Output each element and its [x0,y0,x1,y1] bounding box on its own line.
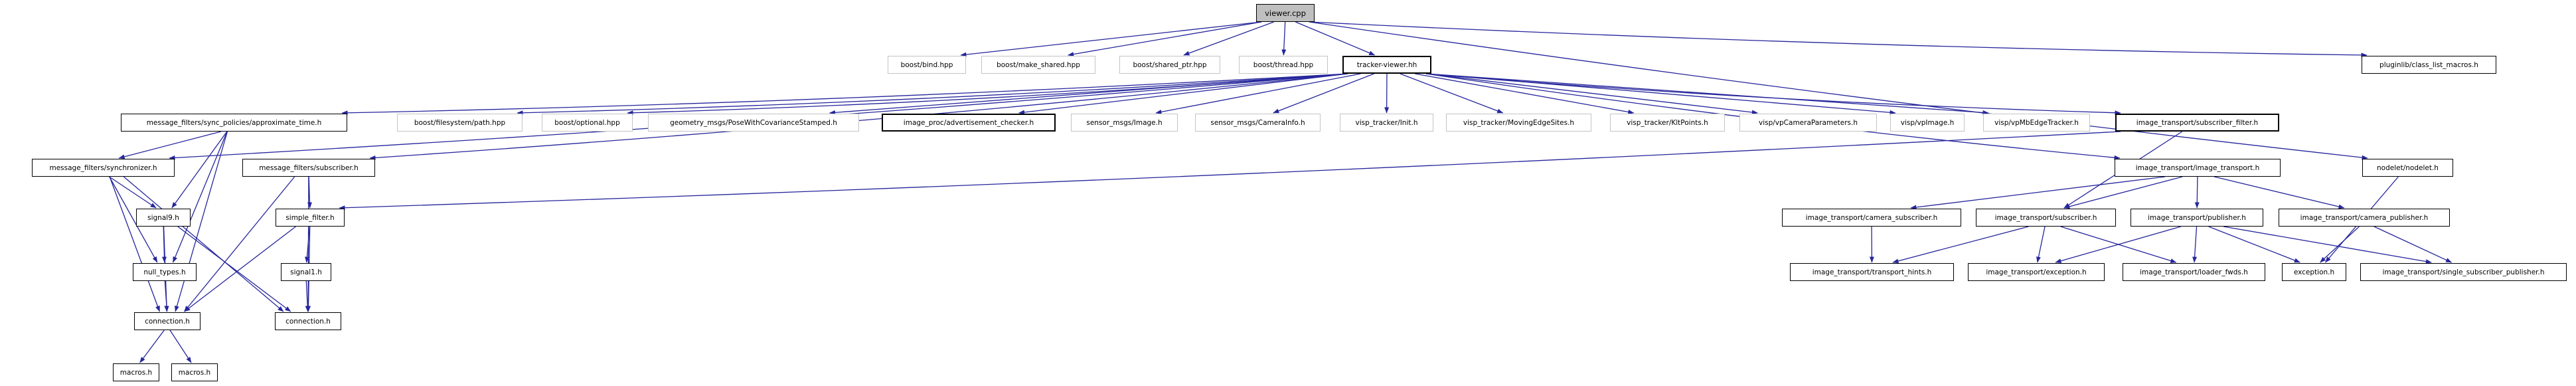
node-geometry-msgs-posewithcovariancestamped-h[interactable]: geometry_msgs/PoseWithCovarianceStamped.… [648,114,859,132]
edge-cpub-to-exh [2320,226,2360,263]
node-visp-tracker-init-h[interactable]: visp_tracker/Init.h [1340,114,1433,132]
edge-itpub-to-exh [2208,226,2300,263]
node-message-filters-sync-policies-approximate-time-h[interactable]: message_filters/sync_policies/approximat… [121,114,347,132]
node-image-transport-single-subscriber-publisher-h[interactable]: image_transport/single_subscriber_publis… [2360,263,2567,281]
edge-tv-to-geo [829,73,1348,115]
node-message-filters-synchronizer-h[interactable]: message_filters/synchronizer.h [32,159,175,177]
node-macros-h[interactable]: macros.h [113,363,159,381]
edge-tv-to-scam [1273,73,1374,114]
node-message-filters-subscriber-h[interactable]: message_filters/subscriber.h [242,159,375,177]
node-image-transport-publisher-h[interactable]: image_transport/publisher.h [2131,209,2263,227]
edge-ith-to-cpub [2214,176,2345,209]
node-pluginlib-class-list-macros-h[interactable]: pluginlib/class_list_macros.h [2362,56,2496,74]
edge-at-to-s9 [171,131,228,209]
node-visp-tracker-movingedgesites-h[interactable]: visp_tracker/MovingEdgeSites.h [1446,114,1591,132]
edge-tv-to-simg [1155,73,1361,114]
node-null-types-h[interactable]: null_types.h [133,263,197,281]
edge-itsub-to-th_ [1892,226,2029,264]
edge-itpub-to-itex [2055,226,2181,264]
node-image-transport-transport-hints-h[interactable]: image_transport/transport_hints.h [1790,263,1954,281]
node-boost-filesystem-path-hpp[interactable]: boost/filesystem/path.hpp [397,114,523,132]
edge-tv-to-klt [1415,73,1635,114]
edge-tv-to-vcam [1425,73,1758,115]
edge-tv-to-at [341,73,1348,116]
edge-ith-to-itpub [2194,176,2200,209]
node-image-transport-loader-fwds-h[interactable]: image_transport/loader_fwds.h [2123,263,2265,281]
edge-sync-to-cr [123,176,284,312]
edge-sub-to-cl [184,176,295,312]
node-image-transport-subscriber-h[interactable]: image_transport/subscriber.h [1976,209,2116,227]
node-signal9-h[interactable]: signal9.h [136,209,191,227]
node-boost-thread-hpp[interactable]: boost/thread.hpp [1239,56,1328,74]
node-nodelet-nodelet-h[interactable]: nodelet/nodelet.h [2362,159,2453,177]
node-image-transport-image-transport-h[interactable]: image_transport/image_transport.h [2115,159,2281,177]
edge-v-to-th [1281,21,1287,56]
node-sensor-msgs-camerainfo-h[interactable]: sensor_msgs/CameraInfo.h [1195,114,1321,132]
edge-sync-to-s9 [109,176,157,209]
edge-v-to-tv [1295,21,1376,56]
edge-s9-to-cr [177,226,291,312]
node-macros-h[interactable]: macros.h [171,363,218,381]
node-connection-h[interactable]: connection.h [275,312,341,330]
node-image-transport-camera-subscriber-h[interactable]: image_transport/camera_subscriber.h [1782,209,1961,227]
node-visp-vpmbedgetracker-h[interactable]: visp/vpMbEdgeTracker.h [1983,114,2090,132]
node-image-transport-subscriber-filter-h[interactable]: image_transport/subscriber_filter.h [2115,114,2279,132]
node-exception-h[interactable]: exception.h [2282,263,2346,281]
edge-at-to-nt [172,131,228,263]
node-visp-vpcameraparameters-h[interactable]: visp/vpCameraParameters.h [1739,114,1877,132]
edge-sf-to-sfil [339,131,2121,211]
node-image-proc-advertisement-checker-h[interactable]: image_proc/advertisement_checker.h [882,114,1056,132]
edge-v-to-plug [1309,21,2368,58]
edge-cl-to-m1 [139,330,165,363]
node-connection-h[interactable]: connection.h [134,312,201,330]
edge-nt-to-cl [164,280,169,312]
edge-cl-to-m2 [169,330,192,363]
node-image-transport-exception-h[interactable]: image_transport/exception.h [1968,263,2105,281]
node-simple-filter-h[interactable]: simple_filter.h [276,209,345,227]
edge-sync-to-nt [109,176,158,263]
edge-v-to-nodelet [1309,21,2368,160]
node-tracker-viewer-hh[interactable]: tracker-viewer.hh [1342,56,1431,74]
edge-tv-to-sf [1425,73,2121,116]
edge-s1-to-cr [305,280,310,312]
edge-ith-to-itsub [2063,176,2183,209]
edge-cpub-to-ssp [2374,226,2453,263]
node-boost-shared-ptr-hpp[interactable]: boost/shared_ptr.hpp [1119,56,1220,74]
node-boost-bind-hpp[interactable]: boost/bind.hpp [888,56,966,74]
edge-tv-to-vmbe [1425,73,1989,115]
edge-at-to-cl [175,131,228,312]
edge-itpub-to-lf [2192,226,2198,263]
edge-itsub-to-itex [2036,226,2046,263]
node-boost-optional-hpp[interactable]: boost/optional.hpp [542,114,633,132]
node-visp-tracker-kltpoints-h[interactable]: visp_tracker/KltPoints.h [1610,114,1725,132]
edge-tv-to-mes [1400,73,1504,114]
edge-sync-to-cl [109,176,161,312]
edge-itpub-to-ssp [2223,226,2432,264]
edge-at-to-sync [118,131,221,159]
edge-tv-to-ipc [1018,73,1348,115]
node-sensor-msgs-image-h[interactable]: sensor_msgs/Image.h [1071,114,1178,132]
edge-ith-to-csub [1910,176,2165,210]
edge-v-to-bind [960,21,1262,57]
edge-sfil-to-cl [184,226,296,312]
node-image-transport-camera-publisher-h[interactable]: image_transport/camera_publisher.h [2279,209,2450,227]
node-visp-vpimage-h[interactable]: visp/vpImage.h [1890,114,1965,132]
edge-v-to-mks [1068,21,1262,57]
edge-v-to-sp [1183,21,1274,56]
edge-tv-to-fsp [517,73,1348,116]
node-signal1-h[interactable]: signal1.h [281,263,331,281]
node-viewer-cpp[interactable]: viewer.cpp [1256,4,1315,22]
node-boost-make-shared-hpp[interactable]: boost/make_shared.hpp [981,56,1095,74]
